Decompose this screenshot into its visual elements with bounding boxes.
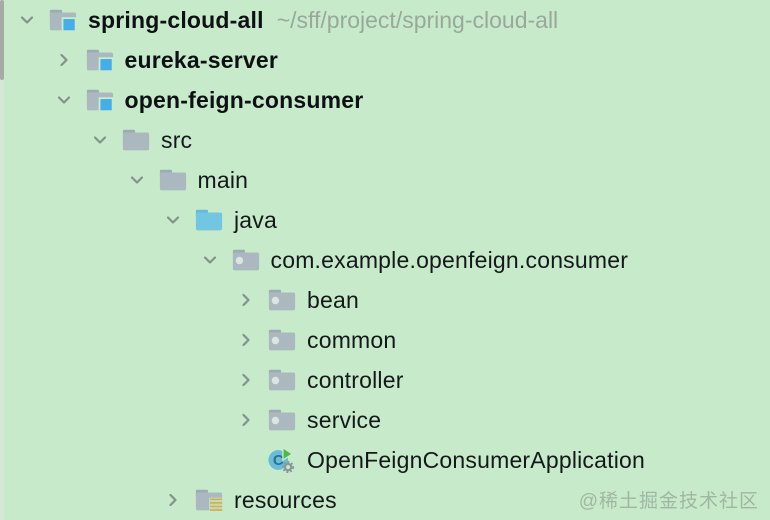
module-folder-icon	[86, 89, 114, 113]
row-icon: C	[158, 166, 188, 194]
row-label: service	[307, 406, 382, 433]
row-icon: C	[85, 46, 115, 74]
package-folder-icon	[268, 329, 296, 351]
row-path: ~/sff/project/spring-cloud-all	[276, 6, 559, 33]
chevron-icon[interactable]	[19, 12, 35, 28]
folder-icon	[122, 129, 150, 151]
row-label: com.example.openfeign.consumer	[270, 246, 629, 273]
row-label: eureka-server	[124, 46, 278, 73]
chevron-icon[interactable]	[129, 172, 145, 188]
chevron-icon[interactable]	[238, 332, 254, 348]
tree-row-common[interactable]: C common	[0, 320, 770, 360]
resources-folder-icon	[195, 489, 223, 512]
row-label: OpenFeignConsumerApplication	[307, 446, 646, 473]
chevron-icon[interactable]	[238, 292, 254, 308]
chevron-icon[interactable]	[165, 212, 181, 228]
tree-row-service[interactable]: C service	[0, 400, 770, 440]
row-icon: C	[121, 126, 151, 154]
row-label: bean	[307, 286, 359, 313]
row-label: common	[307, 326, 397, 353]
row-icon: C	[85, 86, 115, 114]
package-folder-icon	[268, 409, 296, 431]
row-icon: C	[267, 446, 297, 474]
tree-row-controller[interactable]: C controller	[0, 360, 770, 400]
row-label: src	[161, 126, 193, 153]
tree-row-java[interactable]: C java	[0, 200, 770, 240]
tree-row-spring-cloud-all[interactable]: C spring-cloud-all ~/sff/project/spring-…	[0, 0, 770, 40]
package-folder-icon	[268, 289, 296, 311]
chevron-icon[interactable]	[56, 92, 72, 108]
row-label: open-feign-consumer	[124, 86, 364, 113]
chevron-icon[interactable]	[202, 252, 218, 268]
row-label: java	[234, 206, 277, 233]
row-icon: C	[48, 6, 78, 34]
row-label: main	[197, 166, 249, 193]
spring-boot-class-icon: C	[268, 446, 295, 474]
row-icon: C	[267, 366, 297, 394]
row-icon: C	[231, 246, 261, 274]
package-folder-icon	[268, 369, 296, 391]
scrollbar-track[interactable]	[0, 0, 4, 520]
row-label: controller	[307, 366, 404, 393]
tree-row-com-example-openfeign-consumer[interactable]: C com.example.openfeign.consumer	[0, 240, 770, 280]
chevron-icon[interactable]	[238, 372, 254, 388]
tree-row-src[interactable]: C src	[0, 120, 770, 160]
tree-row-open-feign-consumer[interactable]: C open-feign-consumer	[0, 80, 770, 120]
module-folder-icon	[86, 49, 114, 73]
row-label: resources	[234, 486, 337, 513]
java-source-folder-icon	[195, 209, 223, 231]
tree-row-resources[interactable]: C resources	[0, 480, 770, 520]
chevron-icon[interactable]	[238, 412, 254, 428]
row-icon: C	[267, 406, 297, 434]
row-label: spring-cloud-all	[88, 6, 264, 33]
tree-row-eureka-server[interactable]: C eureka-server	[0, 40, 770, 80]
chevron-icon[interactable]	[56, 52, 72, 68]
tree-row-openfeignconsumerapplication[interactable]: C OpenFeignConsumerApplication	[0, 440, 770, 480]
module-folder-icon	[49, 9, 77, 33]
chevron-icon[interactable]	[165, 492, 181, 508]
tree-row-bean[interactable]: C bean	[0, 280, 770, 320]
row-icon: C	[194, 486, 224, 514]
row-icon: C	[267, 326, 297, 354]
scrollbar-thumb[interactable]	[0, 0, 4, 80]
tree-row-main[interactable]: C main	[0, 160, 770, 200]
package-folder-icon	[232, 249, 259, 271]
folder-icon	[159, 169, 186, 191]
chevron-icon[interactable]	[92, 132, 108, 148]
svg-text:C: C	[273, 452, 284, 469]
row-icon: C	[194, 206, 224, 234]
row-icon: C	[267, 286, 297, 314]
